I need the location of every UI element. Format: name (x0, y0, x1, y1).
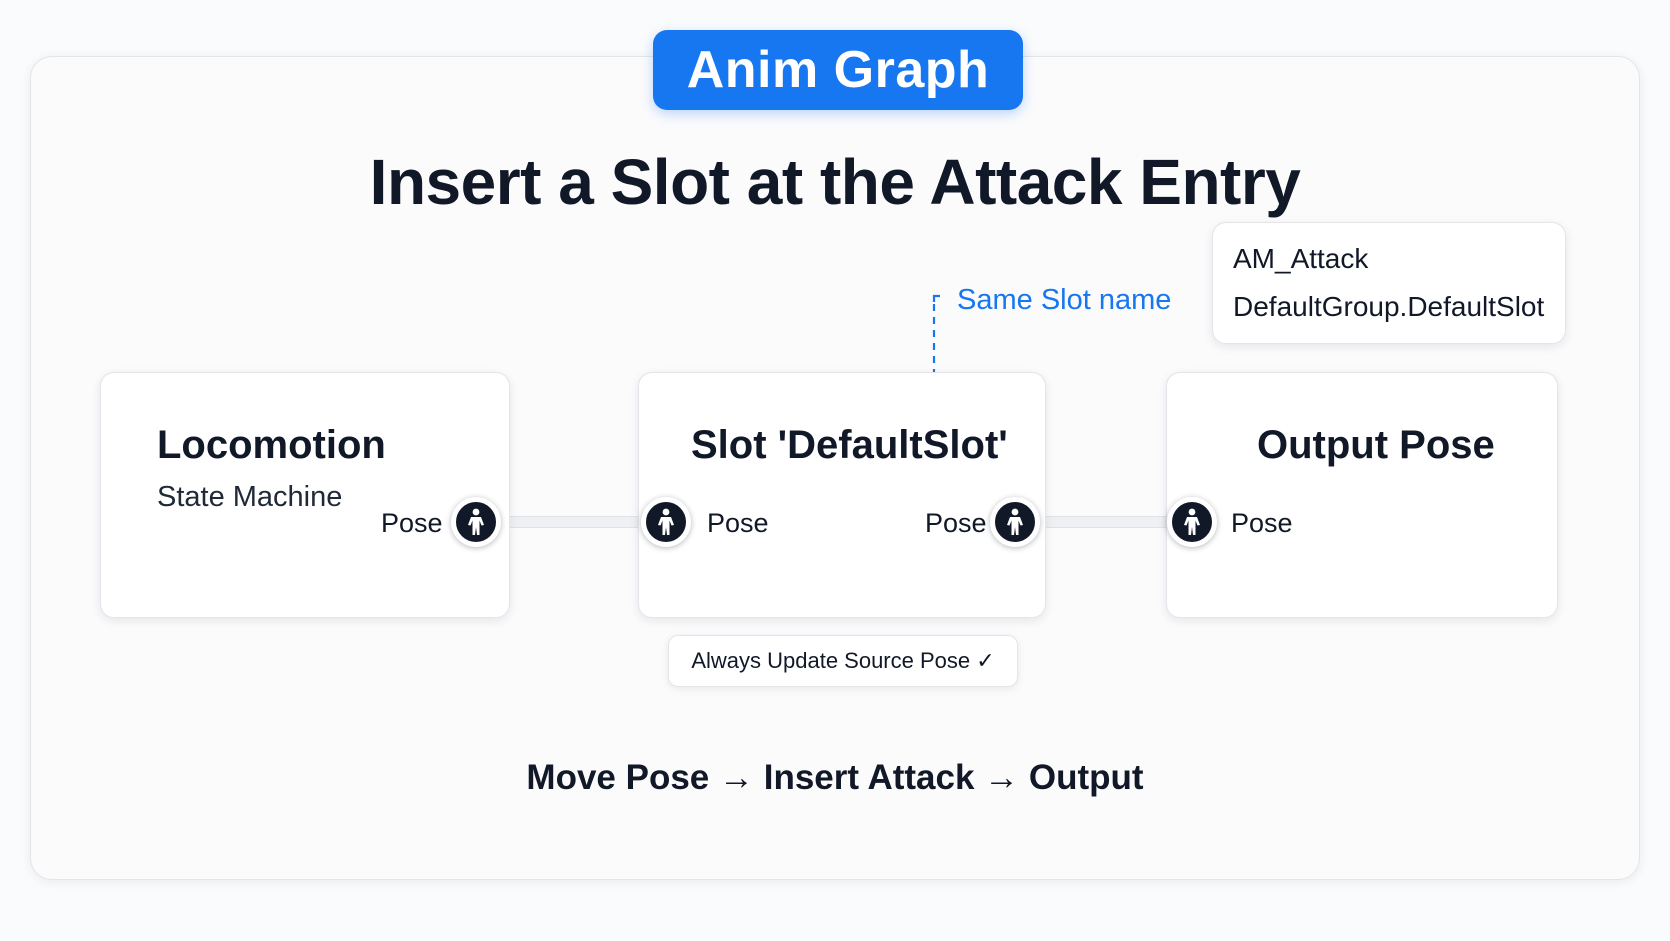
montage-asset-name: AM_Attack (1233, 243, 1369, 274)
flow-caption: Move Pose → Insert Attack → Output (526, 758, 1144, 797)
page-title: Insert a Slot at the Attack Entry (369, 146, 1301, 218)
node-slot[interactable]: Slot 'DefaultSlot' Pose Pose (638, 372, 1046, 618)
montage-slot-name: DefaultGroup.DefaultSlot (1233, 291, 1545, 322)
anim-graph-badge: Anim Graph (653, 30, 1023, 110)
person-icon (1184, 508, 1200, 535)
wire-slot-to-output (1040, 516, 1195, 528)
pin-slot-output[interactable] (990, 497, 1040, 547)
montage-info-card: AM_Attack DefaultGroup.DefaultSlot (1212, 222, 1566, 344)
node-output-pose[interactable]: Output Pose Pose (1166, 372, 1558, 618)
pin-slot-input[interactable] (641, 497, 691, 547)
always-update-source-pose-option[interactable]: Always Update Source Pose ✓ (668, 635, 1018, 687)
node-title: Output Pose (1257, 423, 1495, 467)
output-pin-label: Pose (925, 508, 987, 538)
node-title: Slot 'DefaultSlot' (691, 423, 1008, 467)
person-icon (468, 508, 484, 535)
input-pin-label: Pose (707, 508, 769, 538)
person-icon (1007, 508, 1023, 535)
pin-output-input[interactable] (1167, 497, 1217, 547)
node-title: Locomotion (157, 423, 386, 467)
node-locomotion[interactable]: Locomotion State Machine Pose (100, 372, 510, 618)
output-pin-label: Pose (381, 508, 443, 538)
pin-locomotion-output[interactable] (451, 497, 501, 547)
same-slot-annotation: Same Slot name (957, 284, 1172, 316)
input-pin-label: Pose (1231, 508, 1293, 538)
person-icon (658, 508, 674, 535)
wire-locomotion-to-slot (500, 516, 665, 528)
node-subtitle: State Machine (157, 481, 343, 513)
